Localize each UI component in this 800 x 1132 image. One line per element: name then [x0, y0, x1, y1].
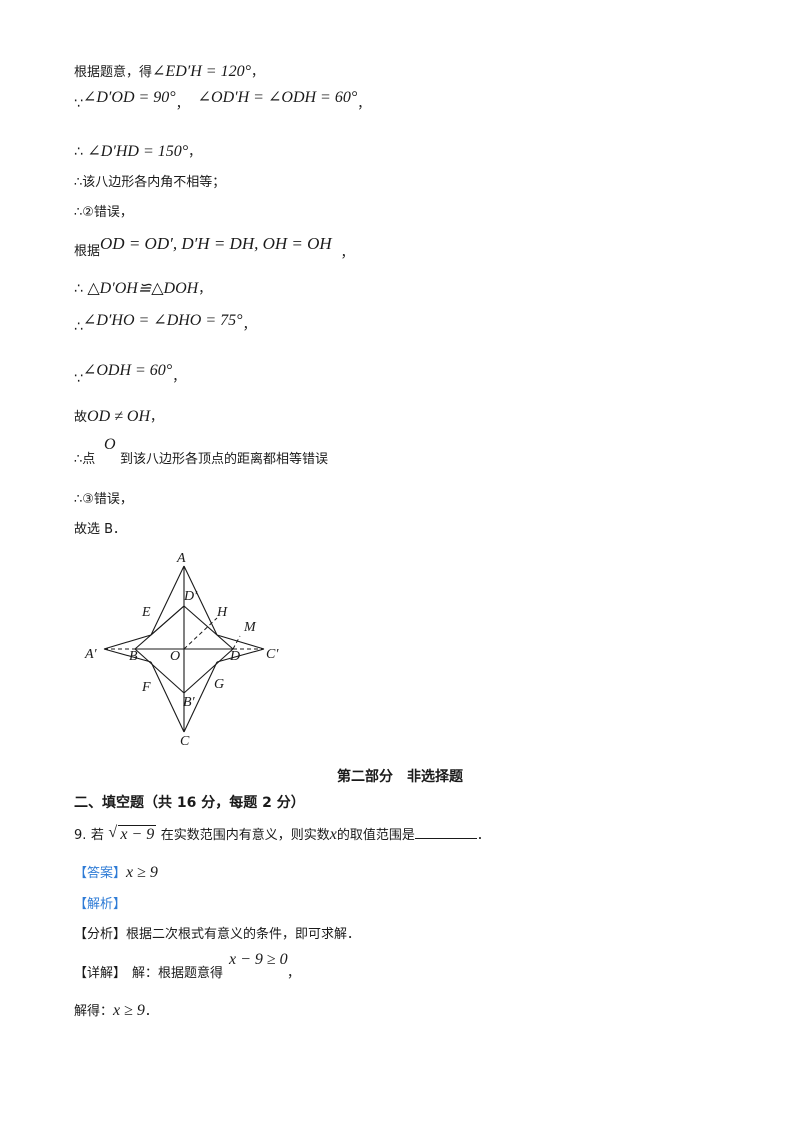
punctuation: ． — [476, 828, 490, 843]
line-text: 到该八边形各顶点的距离都相等错误 — [120, 452, 329, 467]
question-text: 在实数范围内有意义，则实数 — [160, 828, 330, 843]
inequality-expression: OD ≠ OH — [87, 408, 151, 425]
solution-line-5: ∴②错误， — [74, 203, 133, 222]
solve-text: 解得： — [74, 1004, 114, 1019]
equality-expression: OD = OD′, D′H = DH, OH = OH — [100, 234, 332, 253]
fenxi-tag: 【分析】 — [74, 927, 127, 942]
solution-line-3: ∴ ∠D′HD = 150°， — [74, 143, 201, 162]
detail-tag: 【详解】 — [74, 966, 127, 981]
solution-line-2: ∵∠D′OD = 90°， ∠OD′H = ∠ODH = 60°， — [74, 89, 371, 114]
variable: x — [329, 826, 337, 843]
solve-math: x ≥ 9 — [113, 1002, 145, 1019]
solution-line-12: ∴③错误， — [74, 490, 133, 509]
angle-expression: ∠ED′H = 120° — [152, 63, 251, 80]
line-text: 故 — [74, 410, 88, 425]
answer-line: 【答案】x ≥ 9 — [74, 864, 158, 883]
solution-line-8: ∴∠D′HO = ∠DHO = 75°， — [74, 312, 256, 335]
analysis-line: 【解析】 — [74, 895, 126, 914]
line-text: ∴该八边形各内角不相等； — [74, 175, 226, 190]
punctuation: ， — [150, 410, 164, 425]
fenxi-text: 根据二次根式有意义的条件，即可求解． — [126, 927, 361, 942]
label-F: F — [141, 680, 151, 695]
label-H: H — [216, 605, 228, 620]
label-A: A — [176, 551, 186, 566]
solution-line-6: 根据OD = OD′, D′H = DH, OH = OH ， — [74, 234, 354, 262]
label-B: B — [129, 649, 138, 664]
question-number: 9. — [74, 828, 87, 843]
solution-line-1: 根据题意，得∠ED′H = 120°， — [74, 63, 264, 82]
angle-expression: ∠D′HD = 150° — [87, 143, 189, 160]
line-text: ∴③错误， — [74, 492, 133, 507]
label-O: O — [170, 649, 180, 664]
line-text: ∴②错误， — [74, 205, 133, 220]
label-A-prime: A′ — [84, 647, 98, 662]
question-text: 的取值范围是 — [336, 828, 415, 843]
label-C-prime: C′ — [266, 647, 279, 662]
punctuation: ， — [188, 145, 202, 160]
punctuation: ， — [198, 282, 212, 297]
because-symbol: ∵ — [74, 96, 83, 112]
solution-line-13: 故选 B． — [74, 520, 126, 539]
angle-expression: ∠D′HO = ∠DHO = 75° — [82, 312, 243, 329]
label-C: C — [180, 734, 190, 748]
fenxi-line: 【分析】根据二次根式有意义的条件，即可求解． — [74, 925, 360, 944]
sqrt-expression: √x − 9 — [108, 824, 157, 844]
therefore-symbol: ∴ — [74, 144, 83, 160]
question-9: 9. 若 √x − 9 在实数范围内有意义，则实数x的取值范围是 ． — [74, 824, 490, 845]
label-E: E — [141, 605, 151, 620]
angle-expression: ∠OD′H = ∠ODH = 60° — [197, 89, 358, 106]
label-B-prime: B′ — [183, 695, 196, 710]
solution-line-10: 故OD ≠ OH， — [74, 408, 163, 427]
label-D: D — [229, 649, 240, 664]
line-text: 根据题意，得 — [74, 65, 153, 80]
congruence-expression: △D′OH≌△DOH — [87, 280, 199, 297]
line-text: 根据 — [74, 244, 101, 259]
part-title: 第二部分 非选择题 — [337, 769, 463, 785]
point-o-label: O — [104, 436, 116, 453]
angle-expression: ∠ODH = 60° — [82, 362, 173, 379]
answer-blank — [414, 826, 477, 839]
radicand: x − 9 — [118, 825, 157, 843]
label-G: G — [214, 677, 224, 692]
answer-tag: 【答案】 — [74, 866, 127, 881]
section-heading: 二、填空题（共 16 分，每题 2 分） — [74, 795, 305, 811]
therefore-symbol: ∴ — [74, 281, 83, 297]
sqrt-icon: √ — [108, 824, 118, 841]
analysis-tag: 【解析】 — [74, 897, 127, 912]
question-text: 若 — [90, 828, 104, 843]
answer-value: x ≥ 9 — [126, 864, 158, 881]
line-text: ∴点 — [74, 452, 96, 467]
angle-expression: ∠D′OD = 90° — [82, 89, 176, 106]
label-D-prime: D′ — [183, 589, 198, 604]
punctuation: ， — [287, 966, 301, 981]
label-M: M — [243, 620, 257, 635]
punctuation: ， — [175, 97, 189, 112]
because-symbol: ∵ — [74, 371, 83, 387]
solution-line-9: ∵∠ODH = 60°， — [74, 362, 185, 387]
detail-math: x − 9 ≥ 0 — [229, 951, 288, 968]
solve-line: 解得：x ≥ 9． — [74, 1002, 158, 1021]
punctuation: ， — [251, 65, 265, 80]
punctuation: ， — [242, 318, 256, 333]
detail-text: 解：根据题意得 — [132, 966, 224, 981]
solution-line-7: ∴ △D′OH≌△DOH， — [74, 280, 211, 299]
line-text: 故选 B． — [74, 522, 127, 537]
solution-line-4: ∴该八边形各内角不相等； — [74, 173, 225, 192]
punctuation: ． — [144, 1004, 158, 1019]
punctuation: ， — [357, 97, 371, 112]
punctuation: ， — [340, 246, 354, 261]
punctuation: ， — [172, 370, 186, 385]
therefore-symbol: ∴ — [74, 319, 83, 335]
geometry-figure: A D′ E H M A′ B O D C′ F G B′ C — [84, 551, 279, 748]
